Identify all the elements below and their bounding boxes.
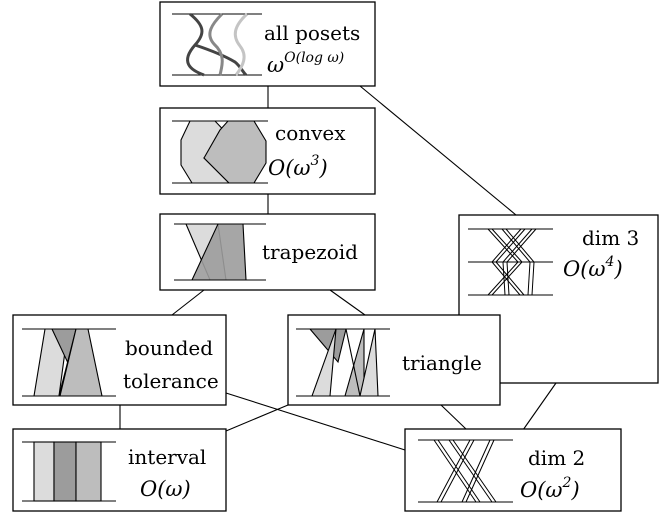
interval-illustration [22, 441, 116, 502]
trapezoid-label: trapezoid [262, 240, 358, 264]
curve-dark-2 [194, 43, 248, 77]
node-dim2: dim 2 O(ω2) [404, 428, 622, 512]
dim2-label: dim 2 [528, 446, 585, 470]
all-posets-label: all posets [264, 21, 360, 45]
trapezoid-shape-dark [191, 223, 247, 281]
interval-bar-mid [75, 441, 102, 502]
curve-mid [208, 12, 224, 76]
interval-label: interval [128, 445, 206, 469]
convex-region-right [203, 120, 267, 184]
all-posets-complexity: ωO(log ω) [267, 50, 344, 77]
triangle-shape-light-2 [359, 328, 379, 397]
edge-trapezoid-bounded-tolerance [171, 289, 205, 316]
convex-complexity: O(ω3) [268, 153, 328, 180]
all-posets-illustration [172, 12, 262, 77]
node-box [159, 1, 376, 87]
node-box [404, 428, 622, 512]
edge-triangle-interval [225, 404, 289, 432]
dim3-label: dim 3 [582, 226, 639, 250]
triangle-edge [345, 328, 361, 397]
edge-all-posets-dim3 [359, 85, 517, 216]
dim2-segments [433, 439, 497, 503]
node-convex: convex O(ω3) [159, 107, 376, 195]
convex-label: convex [275, 121, 346, 145]
node-all-posets: all posets ωO(log ω) [159, 1, 376, 87]
interval-complexity: O(ω) [140, 477, 191, 501]
triangle-shape-light [311, 328, 337, 397]
bt-shape-mid [59, 328, 103, 397]
edge-dim3-dim2 [522, 382, 557, 431]
triangle-shape-mid [344, 328, 365, 397]
curve-light [233, 12, 249, 76]
triangle-label: triangle [402, 351, 482, 375]
hierarchy-edges [119, 85, 557, 451]
interval-bar-dark [53, 441, 77, 502]
dim2-illustration [418, 439, 513, 503]
bounded-tolerance-label-line2: tolerance [123, 369, 219, 393]
triangle-illustration [296, 328, 390, 397]
interval-bar-light [33, 441, 55, 502]
node-interval: interval O(ω) [12, 428, 227, 512]
triangle-shape-dark [308, 328, 347, 364]
dim3-segments [487, 228, 537, 296]
dim3-illustration [468, 228, 553, 296]
bounded-tolerance-illustration [22, 328, 116, 397]
node-bounded-tolerance: bounded tolerance [12, 314, 227, 406]
node-triangle: triangle [287, 314, 501, 406]
edge-trapezoid-triangle [329, 289, 366, 316]
bt-shape-dark [51, 328, 77, 397]
edge-triangle-dim2 [440, 404, 467, 430]
convex-illustration [172, 120, 268, 184]
bounded-tolerance-label-line1: bounded [125, 336, 213, 360]
node-trapezoid: trapezoid [159, 213, 376, 291]
dim3-complexity: O(ω4) [563, 254, 623, 281]
trapezoid-illustration [174, 223, 266, 281]
dim2-complexity: O(ω2) [520, 475, 580, 502]
edge-bounded-tolerance-dim2 [225, 392, 406, 451]
